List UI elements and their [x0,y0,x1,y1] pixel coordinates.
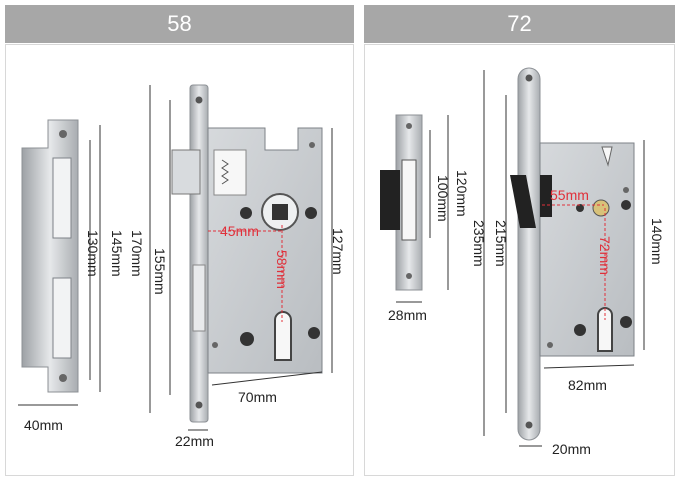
face-width-label: 20mm [552,441,591,457]
case-h-label: 215mm [493,220,509,267]
case-height-label: 140mm [649,218,665,265]
panel-title-text: 58 [167,11,192,36]
case-h-label: 155mm [152,248,168,295]
face-width-label: 22mm [175,433,214,449]
lock-58-illustration: 45mm 58mm 40mm 130mm 145mm 170mm 155mm 1… [18,84,346,449]
backset-label: 45mm [220,223,259,239]
face-height-label: 170mm [129,230,145,277]
strike-h1-label: 120mm [454,170,470,217]
panel-title: 58 [5,5,354,43]
latch-bolt [171,149,201,195]
strike-plate [21,119,79,393]
strike-h2-label: 145mm [109,230,125,277]
case-width-label: 70mm [238,389,277,405]
panel-title-text: 72 [507,11,532,36]
panel-divider [359,0,364,481]
panel-title: 72 [364,5,675,43]
strike-plate [380,114,423,291]
faceplate [517,67,541,441]
strike-width-label: 40mm [24,417,63,433]
case-height-label: 127mm [330,228,346,275]
backset-dimension: 45mm [208,223,282,239]
centers-label: 72mm [597,236,613,275]
backset-dimension: 55mm [542,187,604,206]
strike-width-label: 28mm [388,307,427,323]
case-width-label: 82mm [568,377,607,393]
centers-dimension: 58mm [274,225,290,322]
strike-h1-label: 130mm [85,230,101,277]
panel-58: 58 [5,5,354,476]
panel-72: 72 [364,0,680,481]
lock-72-illustration: 55mm 72mm 120mm 100mm 28mm 235mm 215mm 1… [380,67,665,457]
faceplate [189,84,209,423]
latch-bolt [510,175,536,228]
backset-label: 55mm [550,187,589,203]
lock-case [539,142,635,357]
strike-h2-label: 100mm [435,175,451,222]
centers-label: 58mm [274,250,290,289]
lock-case [207,127,323,374]
face-height-label: 235mm [471,220,487,267]
centers-dimension: 72mm [597,208,613,320]
